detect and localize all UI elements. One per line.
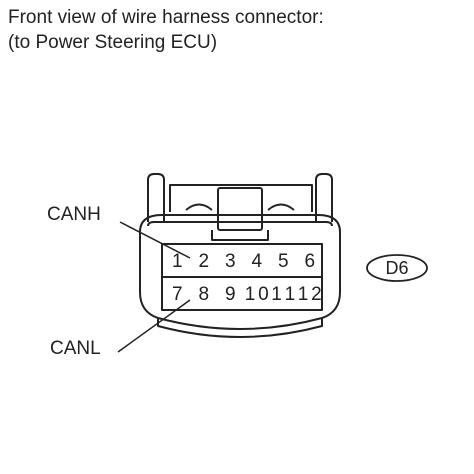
canh-label: CANH bbox=[47, 204, 101, 225]
terminal-3: 3 bbox=[225, 251, 236, 272]
title-line-1: Front view of wire harness connector: bbox=[8, 7, 324, 28]
left-latch bbox=[147, 173, 165, 222]
canl-leader bbox=[117, 299, 191, 353]
terminal-8: 8 bbox=[198, 284, 209, 305]
lock-hood bbox=[169, 184, 313, 212]
canh-leader bbox=[119, 221, 191, 259]
connector-id: D6 bbox=[385, 258, 409, 278]
connector-housing bbox=[139, 214, 341, 330]
canl-label: CANL bbox=[50, 338, 101, 359]
right-latch bbox=[315, 173, 333, 222]
terminal-2: 2 bbox=[198, 251, 209, 272]
title-line-2: (to Power Steering ECU) bbox=[8, 32, 218, 53]
lock-tab bbox=[217, 187, 263, 231]
terminal-6: 6 bbox=[304, 251, 315, 272]
terminal-9: 9 bbox=[225, 284, 236, 305]
terminal-7: 7 bbox=[172, 284, 183, 305]
housing-rim bbox=[147, 221, 333, 227]
terminal-1: 1 bbox=[172, 251, 183, 272]
terminal-4: 4 bbox=[251, 251, 262, 272]
terminal-5: 5 bbox=[278, 251, 289, 272]
